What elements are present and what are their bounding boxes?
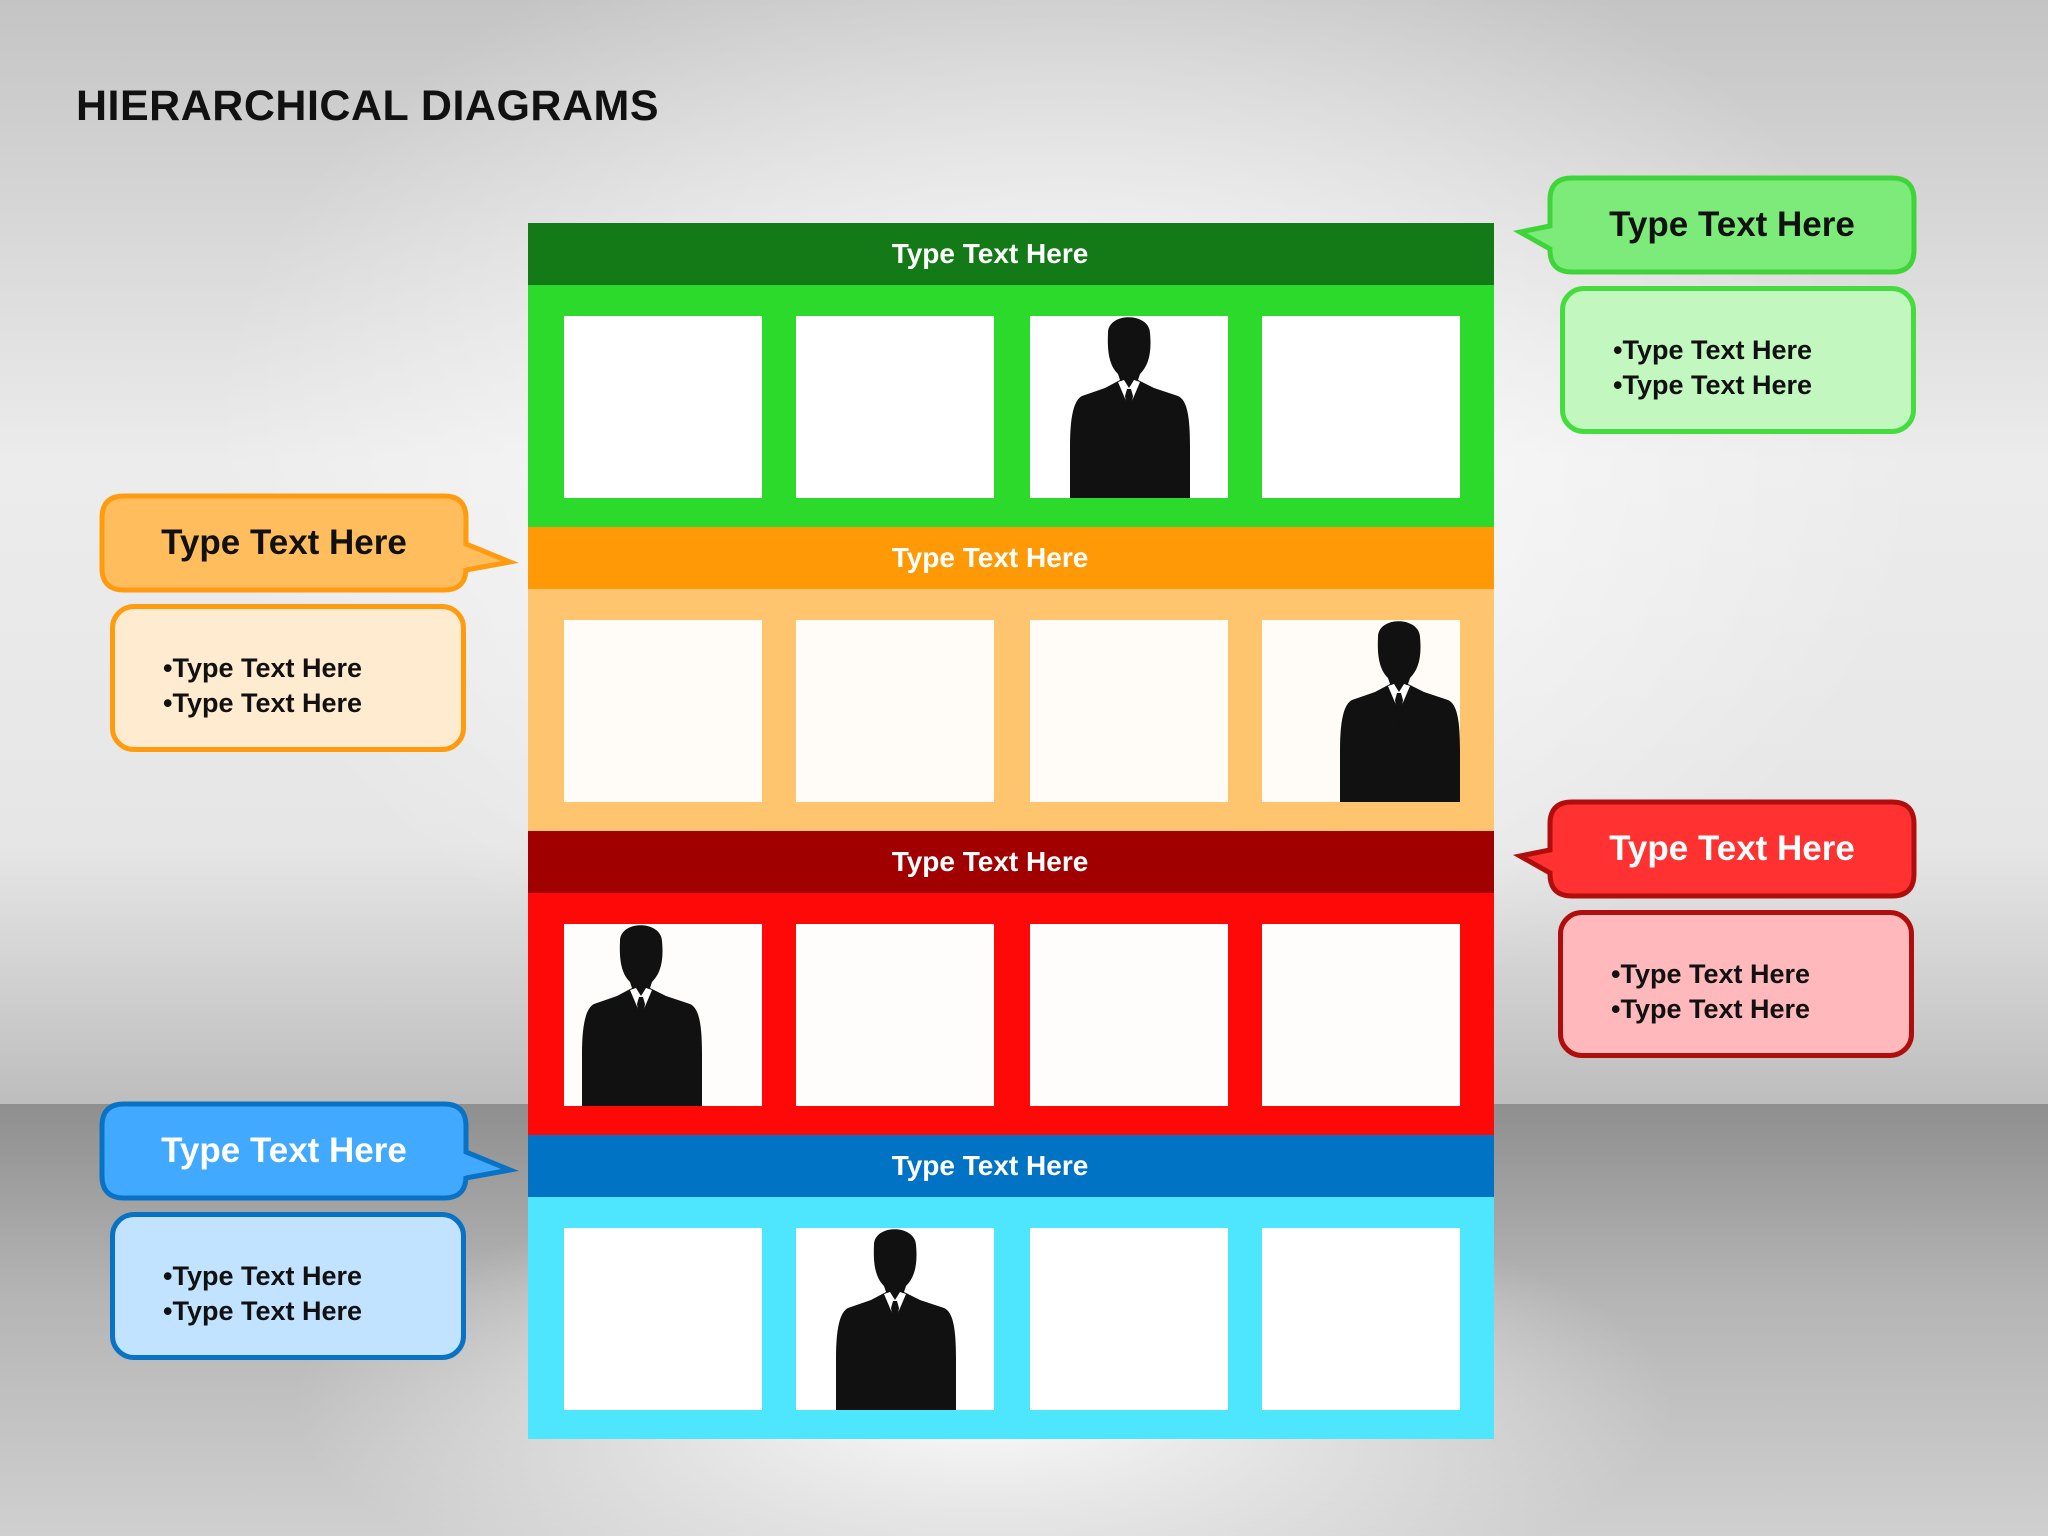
- tier-body: [528, 1197, 1494, 1439]
- person-silhouette-icon: [836, 1229, 956, 1410]
- callout-left-4: Type Text Here: [99, 1100, 519, 1201]
- callout-left-2: Type Text Here: [99, 492, 519, 593]
- bullet-item: •Type Text Here: [163, 1261, 363, 1291]
- callout-detail-box: •Type Text Here •Type Text Here: [110, 1212, 466, 1360]
- photo-placeholder: [796, 316, 994, 498]
- photo-placeholder: [564, 620, 762, 802]
- bullet-item: •Type Text Here: [163, 1296, 363, 1326]
- callout-right-1: Type Text Here: [1512, 174, 1917, 275]
- tier-header: Type Text Here: [528, 527, 1494, 589]
- callout-right-3: Type Text Here: [1512, 798, 1917, 899]
- tier-1: Type Text Here: [528, 223, 1494, 527]
- photo-placeholder: [1262, 1228, 1460, 1410]
- bullet-item: •Type Text Here: [163, 688, 363, 718]
- callout-bubble: [99, 1101, 519, 1201]
- photo-placeholder: [1030, 620, 1228, 802]
- tier-body: [528, 589, 1494, 831]
- page-title: HIERARCHICAL DIAGRAMS: [76, 82, 660, 130]
- tier-3: Type Text Here: [528, 831, 1494, 1135]
- person-silhouette-icon: [1340, 621, 1460, 802]
- callout-detail-box: •Type Text Here •Type Text Here: [1558, 910, 1914, 1058]
- callout-detail-box: •Type Text Here •Type Text Here: [1560, 286, 1916, 434]
- photo-placeholder: [1262, 620, 1460, 802]
- tier-2: Type Text Here: [528, 527, 1494, 831]
- photo-placeholder: [796, 620, 994, 802]
- tier-header: Type Text Here: [528, 1135, 1494, 1197]
- tier-header: Type Text Here: [528, 831, 1494, 893]
- bullet-item: •Type Text Here: [163, 653, 363, 683]
- callout-detail-box: •Type Text Here •Type Text Here: [110, 604, 466, 752]
- person-silhouette-icon: [1070, 317, 1190, 498]
- callout-label: Type Text Here: [1609, 205, 1855, 244]
- photo-placeholder: [564, 924, 762, 1106]
- callout-bubble: [99, 493, 519, 593]
- tier-body: [528, 285, 1494, 527]
- tier-4: Type Text Here: [528, 1135, 1494, 1439]
- bullet-item: •Type Text Here: [1611, 959, 1811, 989]
- callout-label: Type Text Here: [1609, 829, 1855, 868]
- callout-bubble: [1512, 799, 1917, 899]
- bullet-item: •Type Text Here: [1613, 335, 1813, 365]
- bullet-item: •Type Text Here: [1611, 994, 1811, 1024]
- photo-placeholder: [1030, 924, 1228, 1106]
- photo-placeholder: [1030, 316, 1228, 498]
- photo-placeholder: [564, 316, 762, 498]
- photo-placeholder: [564, 1228, 762, 1410]
- person-silhouette-icon: [582, 925, 702, 1106]
- bullet-item: •Type Text Here: [1613, 370, 1813, 400]
- photo-placeholder: [1262, 316, 1460, 498]
- callout-label: Type Text Here: [161, 1131, 407, 1170]
- tier-body: [528, 893, 1494, 1135]
- photo-placeholder: [796, 1228, 994, 1410]
- photo-placeholder: [1030, 1228, 1228, 1410]
- photo-placeholder: [1262, 924, 1460, 1106]
- callout-label: Type Text Here: [161, 523, 407, 562]
- photo-placeholder: [796, 924, 994, 1106]
- callout-bubble: [1512, 175, 1917, 275]
- tier-header: Type Text Here: [528, 223, 1494, 285]
